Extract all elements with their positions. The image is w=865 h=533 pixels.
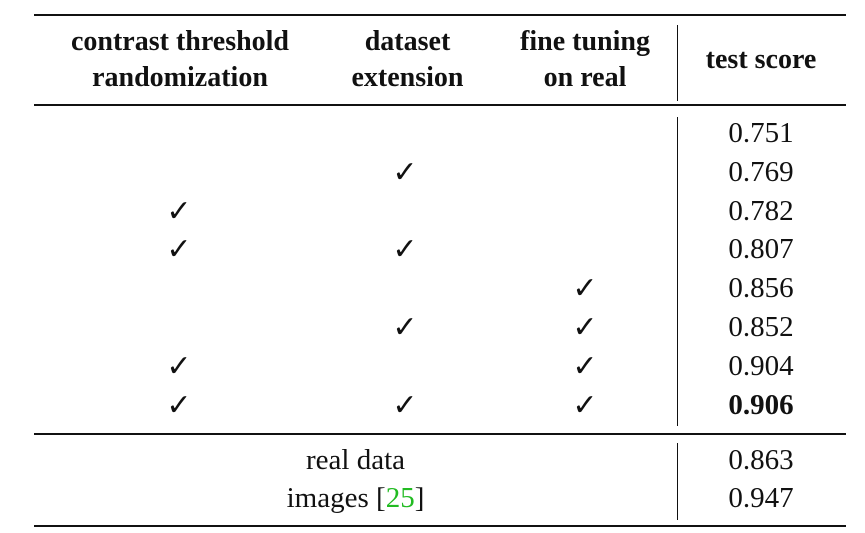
baseline-score: 0.863 [728,444,794,476]
column-divider [677,25,679,101]
table-row: ✓ 0.782 [0,192,865,231]
empty-cell [355,192,455,231]
check-icon: ✓ [392,387,418,423]
header-line: fine tuning [520,26,650,57]
baseline-label-real-data: real data [305,444,405,476]
empty-cell [535,192,635,231]
empty-cell [535,153,635,192]
empty-cell [535,230,635,269]
column-divider [677,117,679,426]
header-rule [34,104,846,106]
check-icon: ✓ [392,310,418,345]
check-icon: ✓ [166,348,192,384]
empty-cell [355,347,455,386]
table-row: ✓ ✓ 0.807 [0,230,865,269]
check-icon: ✓ [166,193,192,229]
score-cell: 0.852 [728,311,794,343]
empty-cell [535,114,635,153]
baseline-score: 0.947 [728,482,794,514]
check-icon: ✓ [572,271,598,307]
table-row: ✓ ✓ 0.904 [0,347,865,386]
baseline-label-images: images [25] [34,479,677,518]
top-rule [34,14,846,16]
score-cell: 0.769 [728,155,794,188]
table-row: ✓ ✓ ✓ 0.906 [0,386,865,425]
score-cell: 0.751 [728,117,794,149]
check-icon: ✓ [166,232,192,268]
header-line: contrast threshold [70,26,290,57]
header-line: randomization [92,62,268,93]
header-dataset-extension: dataset extension [335,24,480,96]
empty-cell [129,114,229,153]
column-divider [677,443,679,520]
score-cell: 0.904 [728,349,794,382]
check-icon: ✓ [572,310,598,345]
table-row: ✓ ✓ 0.852 [0,308,865,347]
score-cell: 0.906 [728,388,794,421]
check-icon: ✓ [166,387,192,423]
empty-cell [129,308,229,347]
check-icon: ✓ [392,154,418,190]
section-rule [34,433,846,435]
empty-cell [355,269,455,308]
baseline-label-suffix: ] [414,482,425,514]
table-row: 0.751 [0,114,865,153]
header-test-score: test score [677,42,845,78]
header-line: test score [705,44,817,75]
table-row: ✓ 0.856 [0,269,865,308]
check-icon: ✓ [392,232,418,268]
header-fine-tuning: fine tuning on real [500,24,670,96]
bottom-rule [34,525,846,527]
score-cell: 0.782 [728,194,794,227]
score-cell: 0.807 [728,233,794,266]
header-line: dataset [364,26,451,57]
score-cell: 0.856 [728,272,794,305]
table-row: ✓ 0.769 [0,153,865,192]
check-icon: ✓ [572,348,598,384]
check-icon: ✓ [572,387,598,423]
empty-cell [129,153,229,192]
header-contrast-threshold: contrast threshold randomization [40,24,320,96]
header-line: on real [543,62,627,93]
baseline-label-prefix: images [ [286,482,386,514]
header-line: extension [351,62,464,93]
empty-cell [129,269,229,308]
citation-link[interactable]: 25 [385,482,415,514]
empty-cell [355,114,455,153]
